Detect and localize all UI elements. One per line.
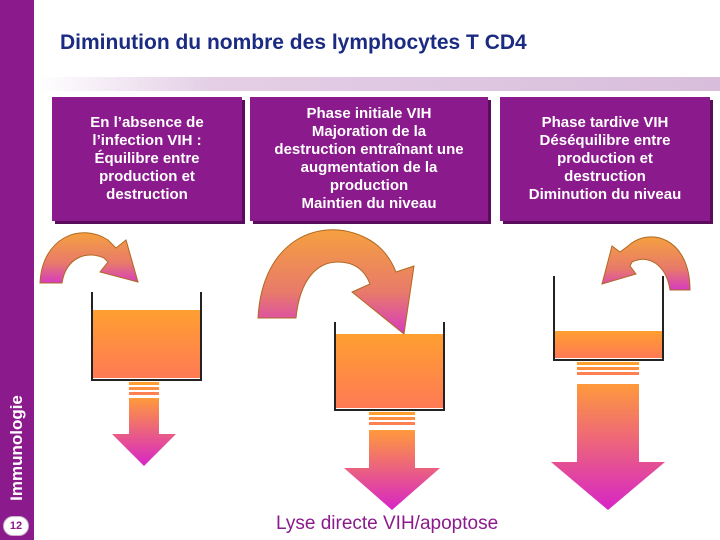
beaker-1: [91, 292, 202, 381]
page-number-badge: 12: [3, 516, 29, 536]
beaker-outline: [553, 276, 664, 361]
destruction-arrow-2: [344, 412, 440, 510]
phase-box-line: En l’absence de: [90, 114, 204, 131]
beaker-2: [334, 322, 445, 411]
phase-box-line: destruction: [106, 186, 188, 203]
outflow-stripe: [129, 382, 159, 385]
production-arrow-1: [39, 232, 139, 284]
phase-box-line: Majoration de la: [311, 123, 427, 140]
phase-box-line: Maintien du niveau: [301, 195, 437, 212]
outflow-arrow: [112, 398, 176, 466]
phase-box-line: production et: [99, 168, 195, 185]
phase-box-line: Diminution du niveau: [528, 186, 682, 203]
outflow-stripe: [369, 422, 415, 425]
outflow-stripe: [577, 367, 639, 370]
outflow-stripe: [577, 372, 639, 375]
phase-box-line: production et: [557, 150, 653, 167]
phase-box-line: Phase tardive VIH: [541, 114, 669, 131]
beaker-fill: [336, 334, 443, 408]
phase-box-line: Déséquilibre entre: [539, 132, 671, 149]
phase-box-line: destruction entraînant une: [274, 141, 464, 158]
phase-box-initial: Phase initiale VIH Majoration de la dest…: [250, 97, 488, 221]
destruction-arrow-3: [551, 362, 665, 510]
outflow-stripe: [369, 417, 415, 420]
phase-box-line: l’infection VIH :: [92, 132, 202, 149]
slide-title: Diminution du nombre des lymphocytes T C…: [60, 31, 527, 54]
phase-box-line: production: [329, 177, 409, 194]
phase-box-late: Phase tardive VIH Déséquilibre entre pro…: [500, 97, 710, 221]
beaker-3: [553, 276, 664, 361]
caption-lysis: Lyse directe VIH/apoptose: [276, 513, 499, 534]
destruction-arrow-1: [112, 382, 176, 466]
outflow-stripe: [369, 412, 415, 415]
phase-box-line: Phase initiale VIH: [306, 105, 432, 122]
outflow-stripe: [129, 392, 159, 395]
phase-box-line: Équilibre entre: [94, 150, 200, 167]
phase-box-line: destruction: [564, 168, 646, 185]
beaker-fill: [93, 310, 200, 378]
phase-box-line: augmentation de la: [300, 159, 438, 176]
production-arrow-3: [601, 236, 691, 291]
phase-box-absence: En l’absence de l’infection VIH : Équili…: [52, 97, 242, 221]
beaker-fill: [555, 331, 662, 358]
production-arrow-2: [257, 229, 415, 335]
header-rule: [38, 77, 720, 91]
outflow-stripe: [577, 362, 639, 365]
beaker-outline: [334, 322, 445, 411]
outflow-arrow: [344, 430, 440, 510]
outflow-arrow: [551, 384, 665, 510]
beaker-outline: [91, 292, 202, 381]
outflow-stripe: [129, 387, 159, 390]
sidebar: Immunologie 12: [0, 0, 34, 540]
